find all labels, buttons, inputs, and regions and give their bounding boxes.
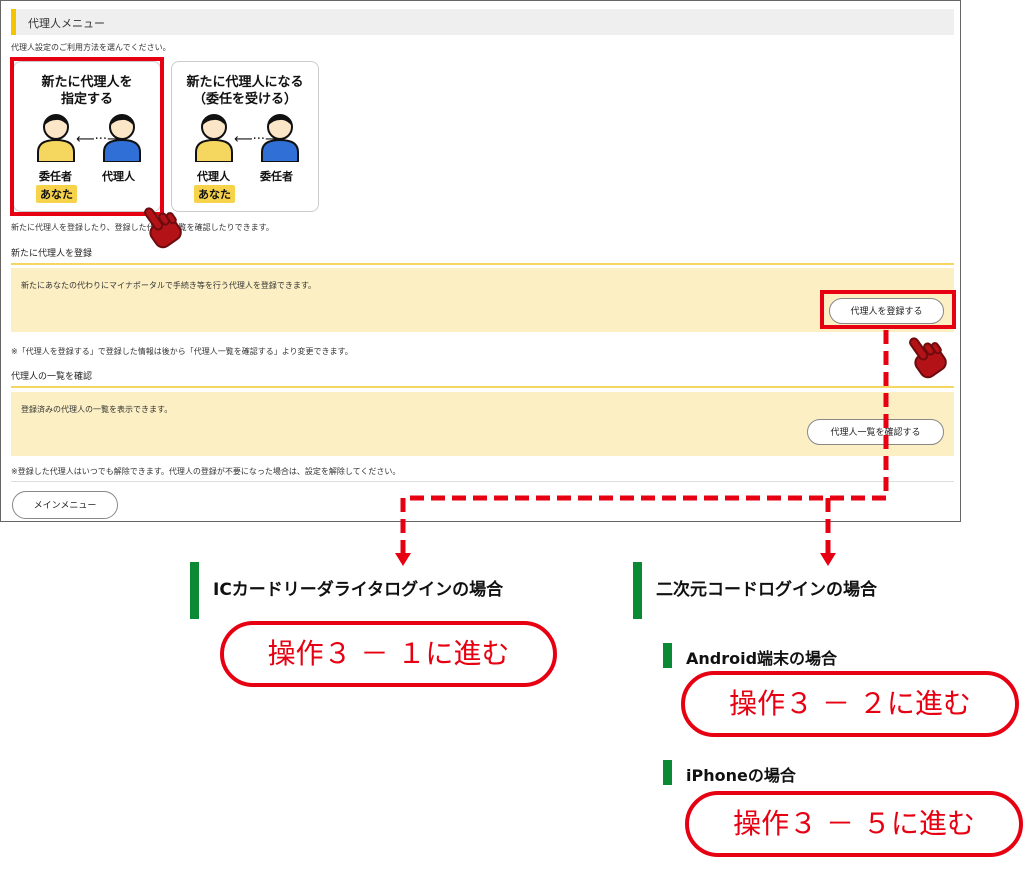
card-title-line2: （委任を受ける）	[192, 92, 297, 107]
register-section-title: 新たに代理人を登録	[11, 246, 954, 265]
left-role-label: 委任者	[39, 170, 72, 183]
register-description: 新たにあなたの代わりにマイナポータルで手続き等を行う代理人を登録できます。	[21, 281, 317, 290]
green-bar	[190, 562, 199, 619]
iphone-heading: iPhoneの場合	[686, 766, 796, 785]
agent-menu-screen: 代理人メニュー 代理人設定のご利用方法を選んでください。 新たに代理人を 指定す…	[0, 0, 961, 522]
iphone-action: 操作３ － ５に進む	[685, 791, 1023, 857]
card-note: 新たに代理人を登録したり、登録した代理人一覧を確認したりできます。	[11, 223, 274, 232]
green-bar	[663, 760, 672, 785]
you-badge: あなた	[194, 185, 235, 203]
highlight-register-button	[820, 290, 956, 329]
ic-heading: ICカードリーダライタログインの場合	[213, 580, 504, 600]
card-title-line1: 新たに代理人になる	[186, 75, 304, 90]
card-title-line2: 指定する	[60, 92, 113, 107]
person-icon	[261, 114, 299, 162]
person-icon	[37, 114, 75, 162]
register-agent-button[interactable]: 代理人を登録する	[829, 298, 944, 324]
list-description: 登録済みの代理人の一覧を表示できます。	[21, 405, 173, 414]
green-bar	[663, 643, 672, 668]
left-role-label: 代理人	[197, 170, 230, 183]
right-role-label: 代理人	[102, 170, 135, 183]
list-section-title: 代理人の一覧を確認	[11, 369, 954, 388]
you-badge: あなた	[36, 185, 77, 203]
android-heading: Android端末の場合	[686, 649, 838, 668]
green-bar	[633, 562, 642, 619]
person-icon	[103, 114, 141, 162]
menu-header: 代理人メニュー	[11, 9, 954, 35]
android-action: 操作３ － ２に進む	[681, 671, 1019, 737]
ic-action: 操作３ － １に進む	[220, 621, 557, 687]
divider	[11, 481, 954, 482]
become-agent-card[interactable]: 新たに代理人になる （委任を受ける） ⟵···⟶ 代理人 委任者 あなた	[171, 61, 319, 212]
list-panel: 登録済みの代理人の一覧を表示できます。 代理人一覧を確認する	[11, 392, 954, 456]
person-icon	[195, 114, 233, 162]
register-note: ※「代理人を登録する」で登録した情報は後から「代理人一覧を確認する」より変更でき…	[11, 347, 353, 356]
pointing-hand-icon	[909, 337, 947, 379]
menu-title: 代理人メニュー	[28, 17, 105, 30]
register-panel: 新たにあなたの代わりにマイナポータルで手続き等を行う代理人を登録できます。 代理…	[11, 268, 954, 332]
intro-text: 代理人設定のご利用方法を選んでください。	[11, 43, 171, 52]
list-note: ※登録した代理人はいつでも解除できます。代理人の登録が不要になった場合は、設定を…	[11, 467, 401, 476]
pointing-hand-icon	[144, 207, 182, 249]
view-agent-list-button[interactable]: 代理人一覧を確認する	[807, 419, 944, 445]
right-role-label: 委任者	[260, 170, 293, 183]
highlight-designate-card	[10, 57, 164, 216]
card-title-line1: 新たに代理人を	[41, 75, 133, 90]
main-menu-button[interactable]: メインメニュー	[12, 491, 118, 519]
qr-heading: 二次元コードログインの場合	[656, 580, 877, 600]
